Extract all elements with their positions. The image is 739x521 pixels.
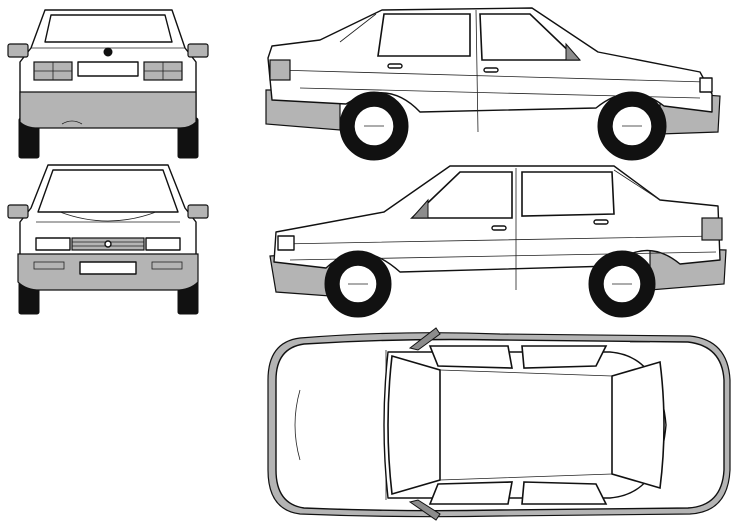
side2-rear-window (521, 171, 615, 217)
side2-headlight (277, 235, 295, 251)
rear-view (7, 9, 209, 159)
side-view-bottom (269, 165, 727, 318)
rear-bumper (19, 91, 197, 129)
top-view (267, 327, 731, 521)
side1-rear-window (377, 13, 471, 57)
top-rear-window (611, 360, 665, 490)
side-view-top (265, 7, 721, 161)
front-right-headlight (145, 237, 181, 251)
top-window-rear-left (521, 345, 608, 369)
side2-front-window (410, 171, 513, 219)
front-right-mirror (187, 204, 209, 219)
rear-badge-icon (103, 47, 113, 57)
side1-rear-handle (387, 63, 403, 69)
side2-rear-handle (593, 219, 609, 225)
side2-taillight (701, 217, 723, 241)
top-right-mirror (408, 499, 441, 521)
side1-taillight (269, 59, 291, 81)
side1-front-handle (483, 67, 499, 73)
top-window-front-left (428, 345, 513, 369)
front-left-mirror (7, 204, 29, 219)
front-badge-icon (104, 240, 112, 248)
rear-window (44, 14, 173, 43)
front-left-headlight (35, 237, 71, 251)
top-window-front-right (428, 481, 513, 505)
windshield (37, 169, 179, 213)
top-window-rear-right (521, 481, 608, 505)
rear-plate (77, 61, 139, 77)
rear-left-mirror (7, 43, 29, 58)
front-plate (79, 261, 137, 275)
top-windshield (387, 354, 441, 496)
rear-right-mirror (187, 43, 209, 58)
side2-front-handle (491, 225, 507, 231)
front-view (7, 164, 209, 315)
side1-headlight (699, 77, 713, 93)
top-left-mirror (408, 327, 441, 351)
